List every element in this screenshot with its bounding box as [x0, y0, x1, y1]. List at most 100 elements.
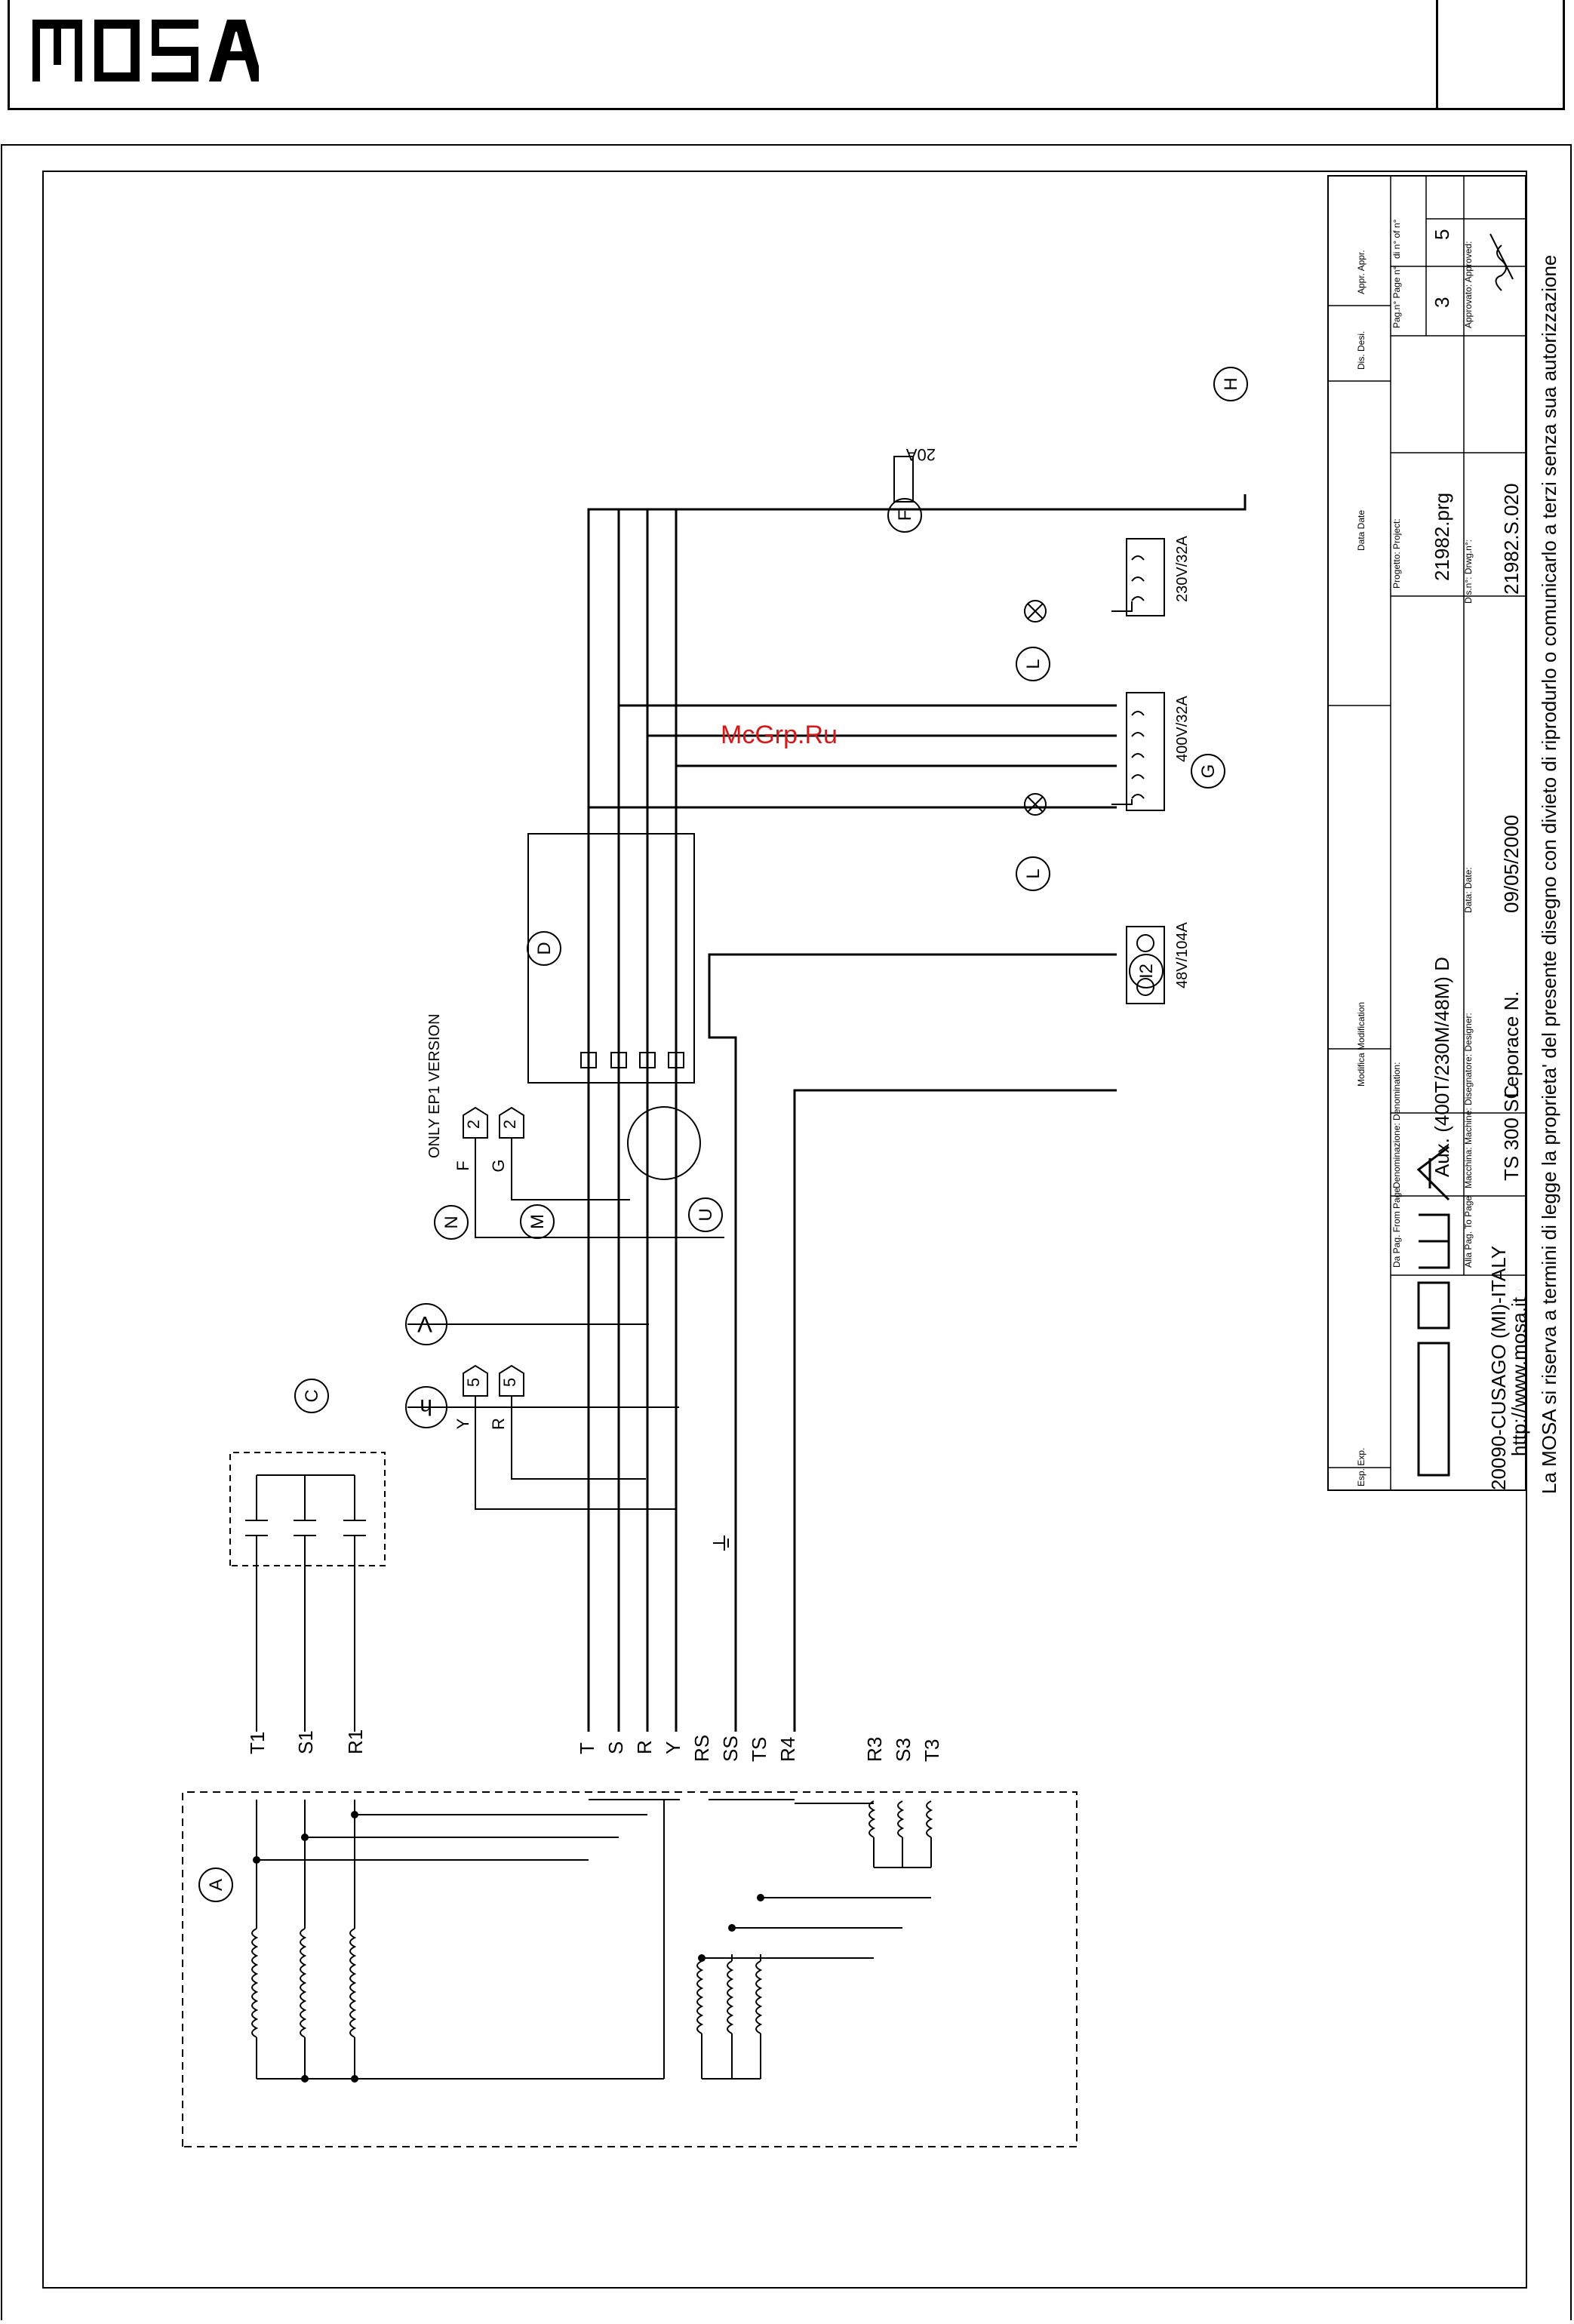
sockets: 230V/32A 400V/32A 48V/104A — [1024, 535, 1191, 1004]
tb-denominazione-label: Denominazione: Denomination: — [1391, 1062, 1402, 1188]
current-transformer-u — [627, 1106, 701, 1180]
drawing-frame — [42, 171, 1527, 2289]
socket-feeders — [587, 494, 1247, 834]
copyright-notice: La MOSA si riserva a termini di legge la… — [1538, 255, 1560, 1494]
terminal-label: TS — [748, 1737, 770, 1762]
tb-approved-label: Approvato: Approved: — [1463, 241, 1474, 328]
callout-i2: I2 — [1136, 964, 1157, 979]
capacitor-box — [229, 1452, 386, 1566]
page-header — [8, 0, 1565, 110]
header-page-box — [1438, 0, 1566, 108]
sheet-outer-border — [1, 144, 1572, 2324]
terminal-label: T — [576, 1742, 598, 1754]
terminal-label: R3 — [863, 1737, 886, 1762]
terminal-label: SS — [719, 1735, 742, 1762]
socket-g-400v — [1126, 692, 1165, 811]
socket-h-rating: 230V/32A — [1174, 535, 1191, 602]
tb-esp-label: Esp. Exp. — [1356, 1448, 1366, 1486]
wiring-schematic: T1 S1 R1 T S R Y RS SS TS R4 R3 S3 T3 — [182, 445, 1247, 2147]
socket-g-rating: 400V/32A — [1174, 695, 1191, 762]
tb-of-label: di n° of n° — [1391, 220, 1402, 259]
tb-of-value: 5 — [1431, 229, 1453, 240]
tb-appr-label: Appr. Appr. — [1356, 250, 1366, 294]
callout-g: G — [1198, 764, 1219, 779]
tb-dwg-label: Dis.n°: Drwg.n°: — [1463, 540, 1474, 604]
breaker-d-contacts — [580, 1052, 684, 1068]
tb-data-label: Data Date — [1356, 510, 1366, 551]
tb-dwg-value: 21982.S.020 — [1500, 484, 1523, 595]
callout-c: C — [302, 1389, 322, 1402]
terminal-label: R4 — [776, 1737, 799, 1762]
connector-pin: 2 — [464, 1120, 483, 1129]
tb-disegnatore-value: Leporace N. — [1500, 991, 1523, 1098]
capacitors — [245, 1474, 366, 1732]
ep1-note: ONLY EP1 VERSION — [426, 1013, 443, 1158]
terminal-label: S3 — [892, 1738, 915, 1762]
hour-meter-symbol: h — [420, 1394, 432, 1419]
connector-wire: G — [489, 1159, 508, 1172]
terminal-label: R — [633, 1740, 656, 1754]
title-block: Esp. Exp. Modifica Modification Data Dat… — [1327, 175, 1530, 1491]
watermark: McGrp.Ru — [721, 721, 838, 749]
tb-disegnatore-label: Disegnatore: Designer: — [1463, 1013, 1474, 1105]
connector-pin: 5 — [464, 1378, 483, 1387]
fuse-f — [893, 456, 914, 503]
tb-company: 20090-CUSAGO (MI)-ITALY — [1487, 1246, 1510, 1490]
approver-signature — [1489, 233, 1514, 291]
callout-l: L — [1023, 868, 1044, 878]
aux-windings — [696, 1800, 933, 2080]
tb-macchina-label: Macchina: Machine: — [1463, 1108, 1474, 1188]
junction-dots — [253, 1811, 764, 2083]
tb-progetto-value: 21982.prg — [1431, 493, 1453, 581]
connector-pin: 2 — [500, 1120, 519, 1129]
connector-flags: 2 2 5 5 F G Y R ONLY EP1 VERSION — [426, 1013, 729, 1551]
fuse-rating: 20A — [906, 445, 936, 464]
callout-d: D — [534, 942, 555, 954]
socket-i2-48v — [1126, 926, 1165, 1004]
tb-dis-label: Dis. Desi. — [1356, 331, 1366, 370]
breaker-d-box — [527, 833, 695, 1084]
socket-i2-rating: 48V/104A — [1174, 921, 1191, 988]
tb-from-page-label: Da Pag. From Page — [1391, 1188, 1402, 1268]
terminal-label: RS — [690, 1735, 713, 1762]
header-divider — [1436, 0, 1438, 110]
main-windings — [251, 1860, 664, 2080]
tb-date-value: 09/05/2000 — [1500, 815, 1523, 913]
generator-enclosure — [182, 1791, 1078, 2147]
terminal-label: Y — [662, 1741, 684, 1754]
terminal-label: T3 — [921, 1739, 943, 1762]
tb-mosa-logo — [1416, 1145, 1450, 1477]
connector-wire: F — [453, 1160, 472, 1170]
callout-u: U — [696, 1208, 716, 1221]
terminal-label: S1 — [294, 1730, 317, 1754]
meter-group — [405, 1303, 679, 1428]
callout-l: L — [1023, 659, 1044, 669]
tb-logo-text: MOSA — [1518, 1289, 1520, 1291]
main-bus — [587, 508, 1117, 1732]
tb-progetto-label: Progetto: Project: — [1391, 518, 1402, 589]
voltmeter-symbol: V — [417, 1311, 432, 1336]
callout-m: M — [527, 1214, 548, 1229]
connector-wire: R — [489, 1418, 508, 1430]
internal-wiring — [256, 1799, 931, 2079]
callout-a: A — [206, 1879, 226, 1891]
connector-pin: 5 — [500, 1378, 519, 1387]
terminal-label: S — [604, 1741, 627, 1754]
socket-h-230v — [1126, 538, 1165, 616]
tb-macchina-value: TS 300 SC — [1500, 1085, 1523, 1181]
callout-h: H — [1221, 377, 1241, 390]
wiring-sheet: T1 S1 R1 T S R Y RS SS TS R4 R3 S3 T3 — [0, 143, 1574, 2324]
terminal-label: T1 — [246, 1732, 269, 1754]
connector-wire: Y — [453, 1418, 472, 1429]
callout-f: F — [895, 510, 915, 521]
mosa-logo — [32, 20, 259, 81]
terminal-label: R1 — [344, 1729, 367, 1754]
tb-to-page-label: Alla Pag. To Page — [1463, 1195, 1474, 1268]
component-callouts: A C D F G H I2 L L M N U — [198, 367, 1248, 1902]
tb-page-no-label: Pag.n° Page n° — [1391, 266, 1402, 328]
tb-denominazione-value: Aux. (400T/230M/48M) D — [1431, 957, 1453, 1177]
tb-modifica-label: Modifica Modification — [1356, 1002, 1366, 1087]
tb-website: http://www.mosa.it — [1508, 1296, 1530, 1456]
callout-n: N — [441, 1216, 462, 1228]
tb-page-no-value: 3 — [1431, 297, 1453, 308]
